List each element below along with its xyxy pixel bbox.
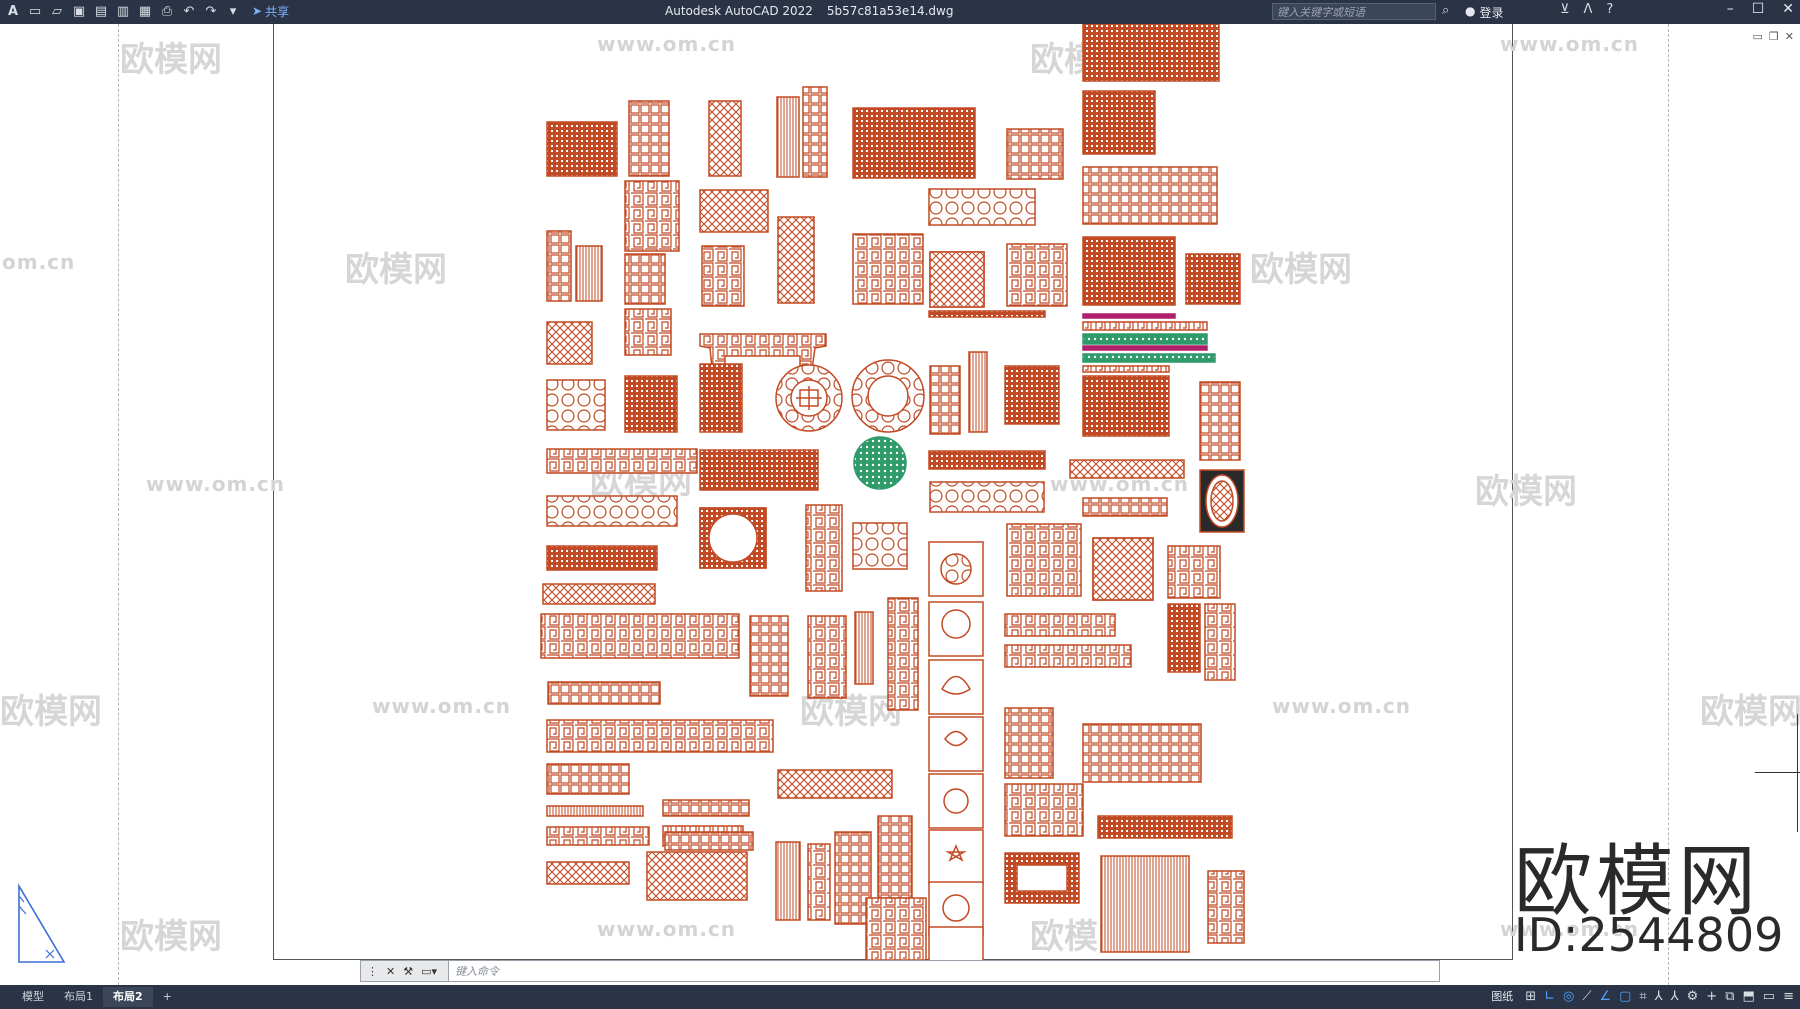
- polar-tracking-icon[interactable]: ◎: [1563, 988, 1575, 1004]
- publish-icon[interactable]: ▥: [116, 3, 130, 19]
- file-name: 5b57c81a53e14.dwg: [826, 4, 954, 18]
- grip-icon[interactable]: ⋮: [367, 964, 378, 978]
- drawing-content: [540, 24, 1245, 982]
- command-line-buttons: ⋮ ✕ ⚒ ▭▾: [361, 961, 449, 981]
- close-icon[interactable]: ✕: [1782, 1, 1794, 17]
- watermark-brand: 欧模网: [345, 250, 447, 290]
- watermark-url: www.om.cn: [1500, 917, 1640, 941]
- watermark-brand: 欧模网: [120, 917, 222, 957]
- grid-display-icon[interactable]: ⊞: [1525, 988, 1537, 1004]
- watermark-brand: 欧模网: [1250, 250, 1352, 290]
- user-icon: ●: [1465, 4, 1476, 18]
- watermark-brand: 欧模网: [0, 692, 102, 732]
- watermark-brand: 欧模网: [120, 40, 222, 80]
- clean-screen-icon[interactable]: ▭: [1762, 988, 1776, 1004]
- share-button[interactable]: ➤ 共享: [252, 3, 289, 20]
- window-title: Autodesk AutoCAD 2022 5b57c81a53e14.dwg: [665, 4, 967, 18]
- watermark-url: www.om.cn: [597, 917, 737, 941]
- close-command-icon[interactable]: ✕: [386, 964, 396, 978]
- tab-model[interactable]: 模型: [22, 990, 44, 1003]
- drawing-canvas[interactable]: ▭ ❐ ✕ 欧模网 欧模网 欧模网 欧模网 欧模网 欧模网 欧模网 欧模网 欧模…: [0, 24, 1800, 985]
- watermark-url: www.om.cn: [597, 32, 737, 56]
- units-icon[interactable]: ⧉: [1725, 988, 1735, 1004]
- share-icon: ➤: [252, 4, 263, 18]
- layout-tabs: 模型 布局1 布局2 +: [12, 985, 182, 1009]
- watermark-url: www.om.cn: [1500, 32, 1640, 56]
- customize-wrench-icon[interactable]: ⚒: [403, 964, 414, 978]
- print-icon[interactable]: ⎙: [161, 3, 173, 19]
- tab-layout1[interactable]: 布局1: [64, 990, 93, 1003]
- watermark-logo-text: 欧模网: [1514, 837, 1761, 927]
- paper-space-toggle[interactable]: 图纸: [1491, 990, 1514, 1003]
- title-bar: A ▭ ▱ ▣ ▤ ▥ ▦ ⎙ ↶ ↷ ▾ ➤ 共享 Autodesk Auto…: [0, 0, 1800, 24]
- plot-preview-icon[interactable]: ▦: [138, 3, 152, 19]
- login-button[interactable]: ● 登录: [1465, 4, 1504, 21]
- command-line: ⋮ ✕ ⚒ ▭▾ 键入命令: [360, 960, 1440, 982]
- watermark-brand: 欧模网: [1700, 692, 1800, 732]
- cursor-crosshair-vertical: [1797, 714, 1798, 832]
- add-layout-icon[interactable]: +: [162, 990, 172, 1003]
- app-name: Autodesk AutoCAD 2022: [665, 4, 813, 18]
- recent-commands-icon[interactable]: ▭▾: [421, 964, 438, 978]
- ortho-icon[interactable]: ∟: [1544, 988, 1555, 1004]
- status-tools: 图纸 ⊞ ∟ ◎ ⟋ ∠ ▢ ⌗ ⅄ ⅄ ⚙ + ⧉ ⬒ ▭ ≡: [1491, 988, 1794, 1004]
- layout-margin-left: [118, 24, 119, 985]
- help-icon[interactable]: ?: [1606, 2, 1614, 17]
- watermark-id: ID:2544809: [1514, 908, 1784, 962]
- workspace-gear-icon[interactable]: ⚙: [1686, 988, 1699, 1004]
- search-input[interactable]: 键入关键字或短语: [1272, 3, 1436, 20]
- redo-icon[interactable]: ↷: [205, 3, 217, 19]
- watermark-url: www.om.cn: [372, 694, 512, 718]
- object-snap-icon[interactable]: ▢: [1619, 988, 1632, 1004]
- titlebar-right-icons: ⊻ Λ ?: [1560, 2, 1613, 17]
- watermark-url: www.om.cn: [1272, 694, 1412, 718]
- object-snap-tracking-icon[interactable]: ∠: [1599, 988, 1612, 1004]
- cursor-crosshair-horizontal: [1755, 772, 1800, 773]
- cart-icon[interactable]: ⊻: [1560, 2, 1570, 17]
- minimize-icon[interactable]: –: [1726, 1, 1734, 17]
- new-file-icon[interactable]: ▭: [28, 3, 42, 19]
- maximize-icon[interactable]: ☐: [1751, 1, 1765, 17]
- annotation-scale-icon[interactable]: ⅄: [1670, 988, 1679, 1004]
- annotation-visibility-icon[interactable]: ⅄: [1654, 988, 1663, 1004]
- status-bar: 模型 布局1 布局2 + 图纸 ⊞ ∟ ◎ ⟋ ∠ ▢ ⌗ ⅄ ⅄ ⚙ + ⧉ …: [0, 985, 1800, 1009]
- viewport-restore-icon[interactable]: ❐: [1768, 30, 1779, 43]
- plus-icon[interactable]: +: [1706, 988, 1718, 1004]
- watermark-brand: 欧模网: [1475, 472, 1577, 512]
- dropdown-arrow-icon[interactable]: ▾: [229, 3, 237, 19]
- login-label: 登录: [1479, 6, 1504, 20]
- customization-menu-icon[interactable]: ≡: [1783, 988, 1794, 1004]
- viewport-minimize-icon[interactable]: ▭: [1752, 30, 1763, 43]
- watermark-url: www.om.cn: [146, 472, 286, 496]
- save-icon[interactable]: ▣: [72, 3, 86, 19]
- isodraft-icon[interactable]: ⟋: [1582, 988, 1592, 1004]
- tab-layout2[interactable]: 布局2: [103, 987, 153, 1007]
- quick-access-toolbar: A ▭ ▱ ▣ ▤ ▥ ▦ ⎙ ↶ ↷ ▾ ➤ 共享: [4, 2, 289, 20]
- search-icon[interactable]: ⌕: [1442, 3, 1450, 18]
- watermark-url: om.cn: [2, 250, 76, 274]
- autodesk-a-icon[interactable]: Λ: [1583, 2, 1593, 17]
- save-as-icon[interactable]: ▤: [94, 3, 108, 19]
- share-label: 共享: [265, 4, 290, 19]
- ucs-icon: [18, 883, 66, 963]
- layout-margin-right: [1668, 24, 1669, 985]
- viewport-close-icon[interactable]: ✕: [1784, 30, 1794, 43]
- window-controls: – ☐ ✕: [1727, 1, 1794, 17]
- selection-cycling-icon[interactable]: ⌗: [1639, 988, 1647, 1004]
- open-folder-icon[interactable]: ▱: [52, 3, 62, 19]
- autocad-logo-icon[interactable]: A: [7, 3, 19, 19]
- quick-properties-icon[interactable]: ⬒: [1742, 988, 1755, 1004]
- viewport-controls: ▭ ❐ ✕: [1753, 30, 1795, 43]
- command-input[interactable]: 键入命令: [455, 965, 499, 978]
- undo-icon[interactable]: ↶: [183, 3, 195, 19]
